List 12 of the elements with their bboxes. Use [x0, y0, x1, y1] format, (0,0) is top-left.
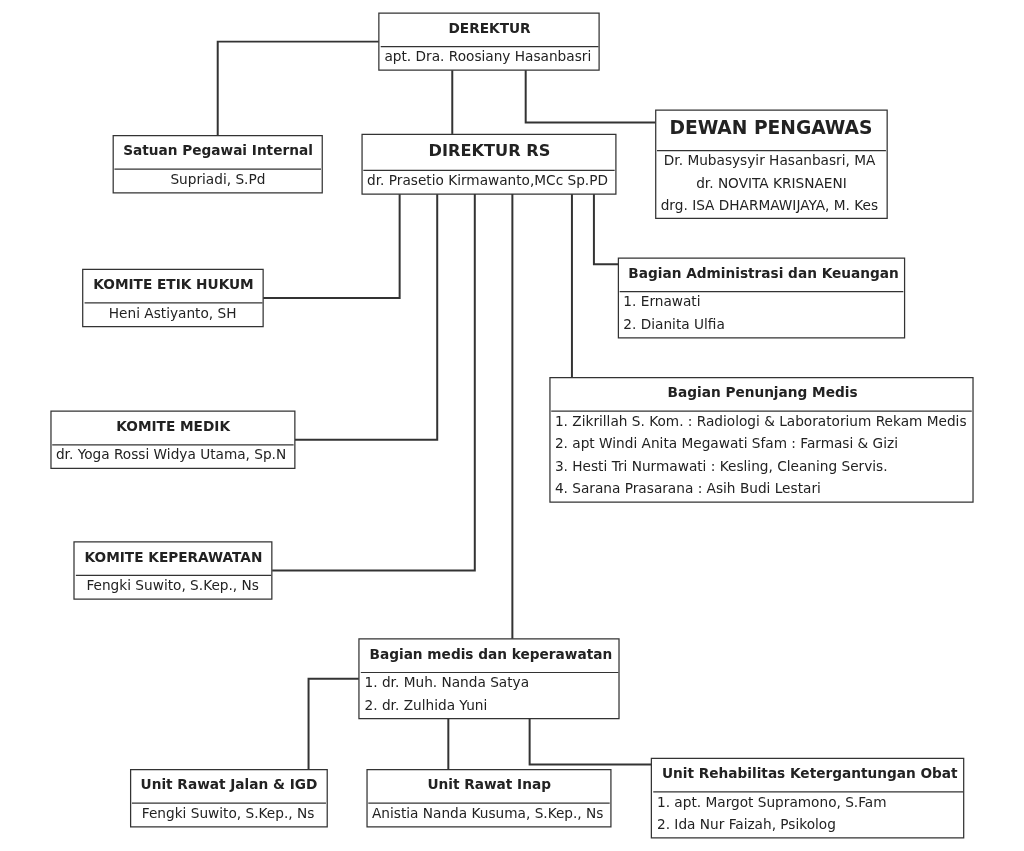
- connector: [307, 677, 360, 771]
- connector: [592, 193, 620, 266]
- connector: [262, 193, 401, 299]
- connector: [447, 717, 450, 771]
- connector: [528, 717, 653, 766]
- connector: [294, 193, 439, 441]
- connector: [511, 193, 514, 640]
- connector: [216, 40, 380, 137]
- connector: [271, 193, 476, 572]
- connector: [570, 193, 573, 379]
- connector: [451, 69, 454, 135]
- connector: [524, 69, 657, 124]
